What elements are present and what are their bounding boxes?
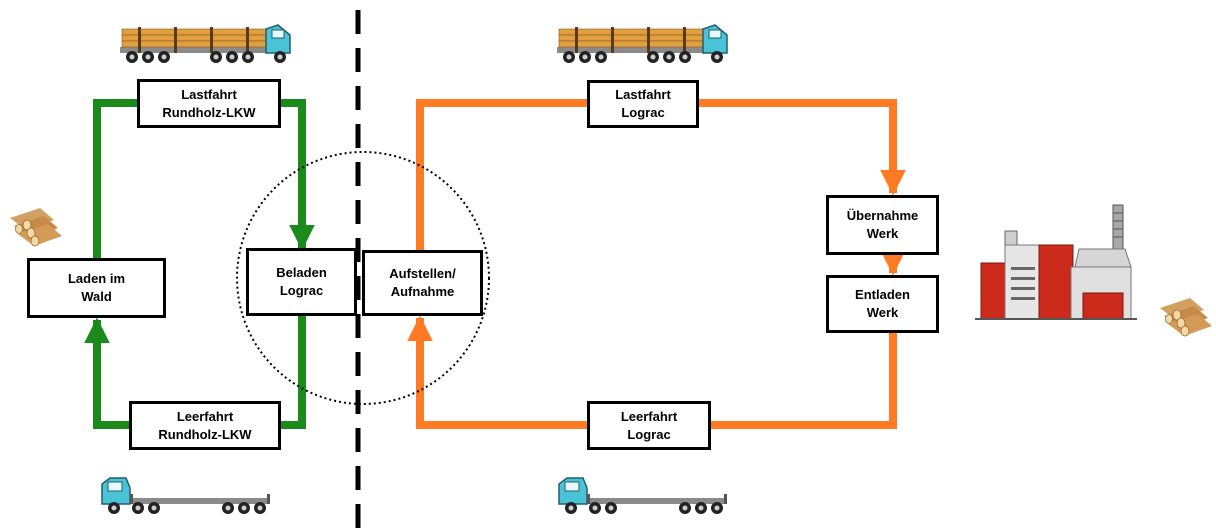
node-beladen-lograc: Beladen Lograc xyxy=(246,248,357,316)
loaded-log-truck-icon xyxy=(557,25,727,63)
node-label-line1: Leerfahrt xyxy=(177,408,233,426)
node-label-line1: Leerfahrt xyxy=(621,408,677,426)
node-label-line2: Aufnahme xyxy=(391,283,455,301)
green-arrow-to-laden xyxy=(97,320,129,425)
node-label-line2: Lograc xyxy=(621,104,664,122)
node-leerfahrt-lograc: Leerfahrt Lograc xyxy=(587,401,711,450)
node-label-line1: Entladen xyxy=(855,286,910,304)
node-label-line1: Lastfahrt xyxy=(181,86,237,104)
log-pile-icon xyxy=(1160,298,1212,336)
node-label-line2: Rundholz-LKW xyxy=(158,426,251,444)
green-arrow-to-beladen xyxy=(281,103,302,248)
node-lastfahrt-rundholz-lkw: Lastfahrt Rundholz-LKW xyxy=(137,79,281,128)
node-label-line2: Wald xyxy=(81,288,112,306)
node-label-line1: Beladen xyxy=(276,264,327,282)
node-label-line1: Aufstellen/ xyxy=(389,265,455,283)
green-line-beladen-to-leerfahrt xyxy=(281,316,302,425)
node-label-line2: Lograc xyxy=(627,426,670,444)
empty-log-truck-icon xyxy=(559,478,727,514)
orange-line-entladen-to-leerfahrt xyxy=(711,333,893,425)
node-uebernahme-werk: Übernahme Werk xyxy=(826,195,939,255)
orange-cycle xyxy=(420,103,893,425)
orange-line-aufstellen-to-lastfahrt xyxy=(420,103,587,250)
node-label-line2: Lograc xyxy=(280,282,323,300)
node-entladen-werk: Entladen Werk xyxy=(826,275,939,333)
node-aufstellen-aufnahme: Aufstellen/ Aufnahme xyxy=(362,250,483,316)
node-leerfahrt-rundholz-lkw: Leerfahrt Rundholz-LKW xyxy=(129,401,281,450)
power-plant-icon xyxy=(975,205,1137,319)
node-lastfahrt-lograc: Lastfahrt Lograc xyxy=(587,80,699,128)
green-line-load-to-laststart xyxy=(97,103,139,258)
orange-arrow-to-uebernahme xyxy=(699,103,893,193)
empty-log-truck-icon xyxy=(102,478,270,514)
node-label-line1: Übernahme xyxy=(847,207,919,225)
node-label-line2: Werk xyxy=(867,304,899,322)
orange-arrow-to-aufstellen xyxy=(420,318,587,425)
node-laden-im-wald: Laden im Wald xyxy=(27,258,166,318)
loaded-log-truck-icon xyxy=(120,25,290,63)
node-label-line1: Laden im xyxy=(68,270,125,288)
log-pile-icon xyxy=(10,208,62,246)
node-label-line1: Lastfahrt xyxy=(615,86,671,104)
node-label-line2: Rundholz-LKW xyxy=(162,104,255,122)
node-label-line2: Werk xyxy=(867,225,899,243)
